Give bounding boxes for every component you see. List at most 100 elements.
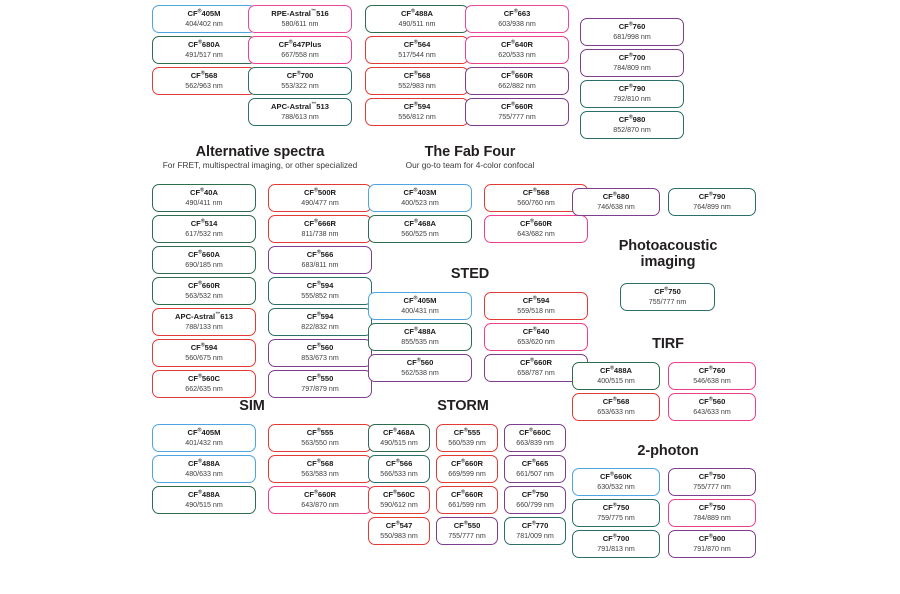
dye-excitation-emission: 603/938 nm bbox=[498, 19, 536, 28]
dye-name: CF®660R bbox=[500, 101, 534, 111]
dye-name: CF®594 bbox=[403, 101, 431, 111]
dye-name: CF®660R bbox=[187, 280, 221, 290]
dye-excitation-emission: 781/009 nm bbox=[516, 531, 554, 540]
dye-excitation-emission: 797/879 nm bbox=[301, 384, 339, 393]
dye-excitation-emission: 560/525 nm bbox=[401, 229, 439, 238]
dye-name: CF®594 bbox=[306, 280, 334, 290]
dye-excitation-emission: 559/518 nm bbox=[517, 306, 555, 315]
dye-name: CF®488A bbox=[599, 365, 633, 375]
dye-excitation-emission: 683/811 nm bbox=[301, 260, 339, 269]
dye-excitation-emission: 490/515 nm bbox=[380, 438, 418, 447]
dye-excitation-emission: 788/613 nm bbox=[281, 112, 319, 121]
dye-excitation-emission: 580/611 nm bbox=[281, 19, 319, 28]
dye-name: CF®700 bbox=[618, 52, 646, 62]
dye-name: CF®640R bbox=[500, 39, 534, 49]
dye-name: CF®468A bbox=[382, 427, 416, 437]
dye-excitation-emission: 550/983 nm bbox=[380, 531, 418, 540]
section-title: TIRF bbox=[652, 336, 684, 352]
dye-name: RPE-Astral™516 bbox=[271, 8, 329, 18]
dye-name: CF®568 bbox=[403, 70, 431, 80]
dye-name: CF®403M bbox=[403, 187, 437, 197]
dye-excitation-emission: 690/185 nm bbox=[185, 260, 223, 269]
dye-name: CF®594 bbox=[522, 295, 550, 305]
section-title: SIM bbox=[239, 398, 265, 414]
